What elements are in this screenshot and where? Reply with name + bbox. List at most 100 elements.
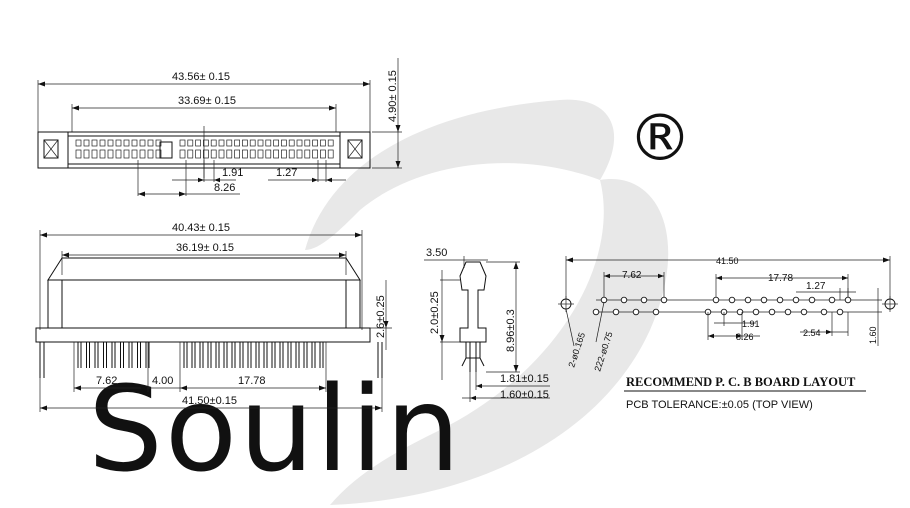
front-pitch-c: 1.27 [276,167,297,179]
side-group-b: 17.78 [238,375,266,387]
front-contact-top [147,139,154,147]
front-contact-top [320,139,326,147]
front-contact-bottom [226,149,233,159]
side-gap: 4.00 [152,375,173,387]
front-contact-top [242,139,248,147]
front-contact-top [83,139,90,147]
pcb-hole [728,296,736,304]
front-view: 43.56± 0.15 33.69± 0.15 4.90± 0.15 [37,58,402,197]
pcb-row-spacing: 2.54 [803,328,821,338]
front-contact-top [107,139,114,147]
pcb-hole [652,308,660,316]
front-contact-bottom [179,149,186,159]
watermark-registered-mark: ® [628,102,692,176]
front-contact-bottom [99,149,106,159]
front-contact-bottom [107,149,114,159]
profile-top-width: 3.50 [426,247,447,259]
profile-lead-a: 1.81±0.15 [500,373,549,385]
front-contact-bottom [147,149,154,159]
pcb-title: RECOMMEND P. C. B BOARD LAYOUT [626,375,856,389]
front-contact-top [281,139,287,147]
front-contact-top [115,139,122,147]
front-contact-top [327,139,334,147]
pcb-overall: 41.50 [716,256,739,266]
front-contact-top [226,139,233,147]
pcb-hole [640,296,648,304]
front-contact-top [75,139,82,147]
front-contact-top [265,139,272,147]
front-contact-top [123,139,130,147]
front-overall-width: 43.56± 0.15 [172,71,230,83]
front-contact-top [312,139,318,147]
front-contact-top [210,139,217,147]
front-contact-top [179,139,186,147]
pcb-hole [776,296,784,304]
front-contact-top [288,139,295,147]
pcb-hole [736,308,744,316]
pcb-hole [792,296,800,304]
front-contact-bottom [234,149,240,159]
front-contact-bottom [327,149,334,159]
front-contact-top [187,139,194,147]
front-contact-bottom [123,149,130,159]
front-contact-top [91,139,98,147]
front-contact-bottom [115,149,122,159]
front-contact-bottom [312,149,318,159]
front-contact-bottom [83,149,90,159]
front-contact-bottom [281,149,287,159]
pcb-offset-a: 1.91 [742,319,760,329]
side-body-width: 40.43± 0.15 [172,222,230,234]
pcb-row-a: 7.62 [622,270,642,281]
pcb-hole [752,308,760,316]
front-contact-top [296,139,303,147]
profile-lower-height: 2.0±0.25 [429,291,441,334]
profile-total-height: 8.96±0.3 [505,309,517,352]
pcb-hole [592,308,600,316]
front-contact-bottom [203,149,209,159]
front-contact-bottom [155,149,162,159]
front-contact-bottom [75,149,82,159]
profile-lead-b: 1.60±0.15 [500,389,549,401]
front-contact-top [139,139,146,147]
front-contact-bottom [249,149,256,159]
front-contact-top [195,139,201,147]
front-contact-bottom [218,149,225,159]
pcb-hole [844,296,852,304]
pcb-hole [600,296,608,304]
pcb-hole [712,296,720,304]
profile-view: 3.50 2.0±0.25 8.96±0.3 1.81±0.15 1.60±0.… [424,247,550,402]
front-contact-bottom [296,149,303,159]
side-top-width: 36.19± 0.15 [176,242,234,254]
pcb-hole [760,296,768,304]
front-contact-top [203,139,209,147]
front-height: 4.90± 0.15 [387,70,399,122]
front-contact-bottom [91,149,98,159]
pcb-hole [836,308,844,316]
pcb-hole [612,308,620,316]
pcb-hole [744,296,752,304]
side-view: 40.43± 0.15 36.19± 0.15 2.6±0.25 7.62 4.… [35,222,392,412]
pcb-tolerance: PCB TOLERANCE:±0.05 (TOP VIEW) [626,399,813,411]
side-group-a: 7.62 [96,375,117,387]
pcb-hole [632,308,640,316]
pcb-hole [808,296,816,304]
front-contact-top [155,139,162,147]
front-inner-width: 33.69± 0.15 [178,95,236,107]
front-contact-bottom [195,149,201,159]
front-contact-bottom [320,149,326,159]
front-contact-top [273,139,279,147]
watermark-swoosh-top [305,99,615,250]
front-contact-bottom [131,149,138,159]
pcb-hole [820,308,828,316]
watermark: Soulin ® [88,99,692,505]
pcb-row-b: 17.78 [768,273,793,284]
pcb-hole [828,296,836,304]
watermark-swoosh-bottom [330,179,669,505]
watermark-brand: Soulin [88,360,462,498]
pcb-row-height: 1.60 [868,326,878,344]
front-contact-bottom [304,149,311,159]
front-contact-bottom [139,149,146,159]
front-contact-top [234,139,240,147]
front-contact-top [249,139,256,147]
